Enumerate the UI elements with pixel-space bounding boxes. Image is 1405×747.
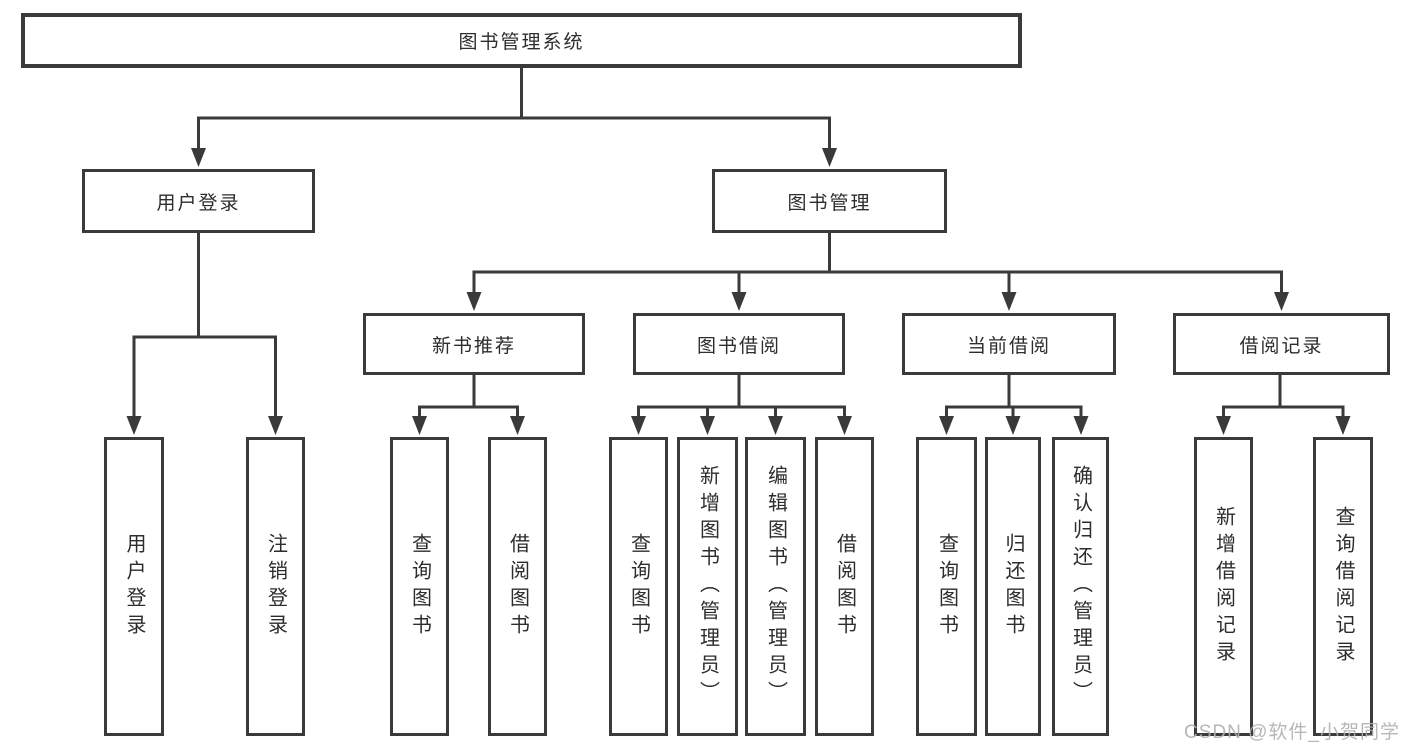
arrowhead-icon xyxy=(1073,416,1089,435)
node-leaf-query-book-2: 查询图书 xyxy=(609,437,668,736)
node-leaf-add-borrow-record: 新增借阅记录 xyxy=(1194,437,1253,736)
arrowhead-icon xyxy=(412,416,427,435)
node-leaf-query-borrow-record: 查询借阅记录 xyxy=(1313,437,1373,736)
arrowhead-icon xyxy=(822,148,837,167)
arrowhead-icon xyxy=(466,292,482,311)
node-library-system: 图书管理系统 xyxy=(21,13,1022,68)
node-leaf-logout: 注销登录 xyxy=(246,437,305,736)
arrowhead-icon xyxy=(837,416,852,435)
arrowhead-icon xyxy=(126,416,142,435)
node-leaf-borrow-book-2: 借阅图书 xyxy=(815,437,874,736)
node-book-borrow: 图书借阅 xyxy=(633,313,845,375)
node-leaf-edit-book-admin: 编辑图书（管理员） xyxy=(745,437,806,736)
arrowhead-icon xyxy=(1216,416,1231,435)
arrowhead-icon xyxy=(1335,416,1351,435)
node-leaf-return-book: 归还图书 xyxy=(985,437,1041,736)
node-leaf-user-login: 用户登录 xyxy=(104,437,164,736)
node-leaf-confirm-return-admin: 确认归还（管理员） xyxy=(1052,437,1109,736)
arrowhead-icon xyxy=(268,416,283,435)
arrowhead-icon xyxy=(1005,416,1021,435)
arrowhead-icon xyxy=(1274,292,1289,311)
node-leaf-query-book-3: 查询图书 xyxy=(916,437,977,736)
arrowhead-icon xyxy=(1001,292,1017,311)
arrowhead-icon xyxy=(631,416,646,435)
arrowhead-icon xyxy=(191,148,206,167)
node-leaf-borrow-book-1: 借阅图书 xyxy=(488,437,547,736)
watermark: CSDN @软件_小贺同学 xyxy=(1184,722,1400,743)
node-book-management: 图书管理 xyxy=(712,169,947,233)
node-user-login: 用户登录 xyxy=(82,169,315,233)
arrowhead-icon xyxy=(731,292,747,311)
node-borrow-record: 借阅记录 xyxy=(1173,313,1390,375)
arrowhead-icon xyxy=(510,416,525,435)
node-leaf-add-book-admin: 新增图书（管理员） xyxy=(677,437,738,736)
arrowhead-icon xyxy=(939,416,954,435)
node-new-book-recommend: 新书推荐 xyxy=(363,313,585,375)
arrowhead-icon xyxy=(768,416,783,435)
arrowhead-icon xyxy=(700,416,715,435)
node-leaf-query-book-1: 查询图书 xyxy=(390,437,449,736)
node-current-borrow: 当前借阅 xyxy=(902,313,1116,375)
connector-path xyxy=(132,68,1345,419)
